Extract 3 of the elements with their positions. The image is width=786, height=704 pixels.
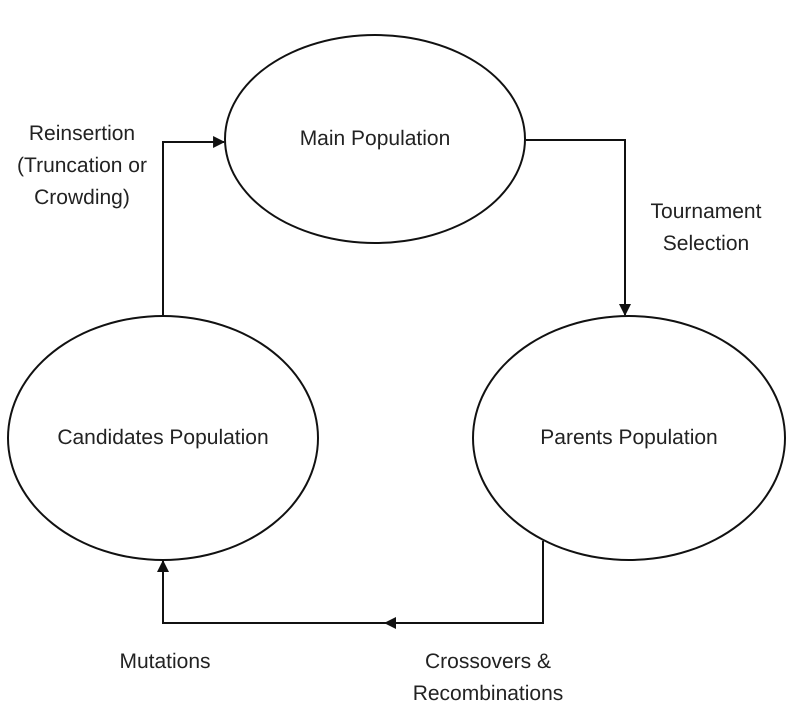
node-label: Candidates Population [57, 426, 269, 450]
node-label: Main Population [300, 127, 450, 151]
node-label: Parents Population [540, 426, 718, 450]
